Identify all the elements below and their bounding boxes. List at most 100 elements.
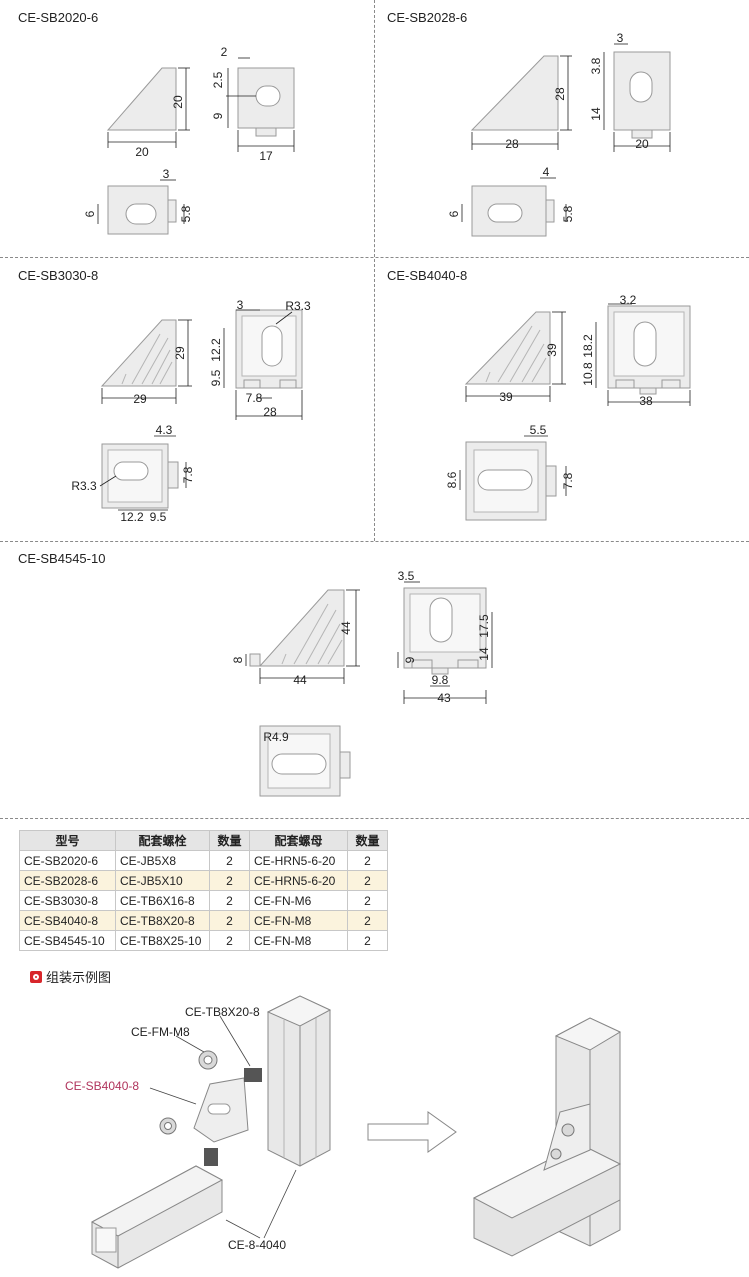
table-header-row: 型号 配套螺栓 数量 配套螺母 数量 [19,830,388,851]
table-row: CE-SB2020-6 CE-JB5X8 2 CE-HRN5-6-20 2 [19,850,388,871]
profile-vertical-exploded [266,995,332,1167]
cell-bolt: CE-TB8X20-8 [115,910,210,931]
label-nut: CE-FM-M8 [131,1025,190,1039]
dim-label: R3.3 [71,479,97,493]
panel-title-sb3030: CE-SB3030-8 [18,268,99,283]
assembly-heading: 组装示例图 [30,967,111,986]
cell-bolt-qty: 2 [209,930,250,951]
drawing-sb2028-top [461,177,567,237]
dim-label: 3.8 [589,57,603,74]
cell-nut-qty: 2 [347,910,388,931]
parts-table: 型号 配套螺栓 数量 配套螺母 数量 CE-SB2020-6 CE-JB5X8 … [19,830,388,951]
dim-label: 44 [339,621,353,635]
panel-title-sb2028: CE-SB2028-6 [387,10,468,25]
cell-bolt-qty: 2 [209,910,250,931]
dim-label: 9.5 [150,510,167,524]
drawing-sb2028-front [603,43,671,152]
cell-nut: CE-HRN5-6-20 [249,850,348,871]
panel-title-sb2020: CE-SB2020-6 [18,10,99,25]
dim-label: 8 [231,656,245,663]
label-bracket: CE-SB4040-8 [65,1079,140,1093]
cell-nut-qty: 2 [347,930,388,951]
drawing-sb2020-top [97,179,185,235]
dim-label: 29 [133,392,147,406]
drawing-sb3030-side [100,319,192,404]
dim-label: 3 [237,298,244,312]
divider-row-2 [0,541,749,542]
drawing-sb2020-front [226,57,295,152]
cell-bolt-qty: 2 [209,890,250,911]
dim-label: 4.3 [156,423,173,437]
dim-label: 5.8 [561,205,575,222]
drawing-sb4040-top [459,435,567,521]
table-row: CE-SB4040-8 CE-TB8X20-8 2 CE-FN-M8 2 [19,910,388,931]
dim-label: 9 [211,112,225,119]
cell-nut-qty: 2 [347,870,388,891]
dim-label: 18.2 [581,334,595,358]
cell-bolt-qty: 2 [209,850,250,871]
dim-label: 28 [263,405,277,419]
divider-row-3 [0,818,749,819]
dim-label: 29 [173,346,187,360]
cell-bolt: CE-JB5X10 [115,870,210,891]
cell-nut: CE-HRN5-6-20 [249,870,348,891]
panel-title-sb4545: CE-SB4545-10 [18,551,106,566]
bracket-exploded [193,1077,249,1143]
dim-label: R3.3 [285,299,311,313]
cell-model: CE-SB4040-8 [19,910,116,931]
drawing-sb4545-top [259,725,351,797]
cell-model: CE-SB2028-6 [19,870,116,891]
drawing-sb2028-side [470,55,572,150]
divider-row-1 [0,257,749,258]
drawing-sb4040-front [595,303,691,406]
dim-label: 8.6 [445,471,459,488]
table-row: CE-SB4545-10 CE-TB8X25-10 2 CE-FN-M8 2 [19,930,388,951]
dim-label: 6 [447,210,461,217]
dim-label: 5.8 [179,205,193,222]
label-profile: CE-8-4040 [228,1238,287,1252]
cell-nut: CE-FN-M8 [249,910,348,931]
dim-label: 14 [477,647,491,661]
drawing-sb3030-top [99,435,187,511]
dim-label: 17.5 [477,614,491,638]
cell-bolt: CE-TB8X25-10 [115,930,210,951]
dim-label: 3.5 [398,569,415,583]
dim-label: 28 [505,137,519,151]
dim-label: 39 [499,390,513,404]
profile-horizontal-exploded [90,1165,224,1269]
dim-label: 5.5 [530,423,547,437]
technical-drawings: 20 20 2 2.5 9 17 3 6 5.8 28 28 [71,31,691,797]
dim-label: 2 [221,45,228,59]
assembled-view [472,1017,622,1257]
dim-label: 39 [545,343,559,357]
cell-bolt-qty: 2 [209,870,250,891]
dim-label: 3 [163,167,170,181]
dim-label: 14 [589,107,603,121]
dim-label: 10.8 [581,362,595,386]
col-header-nut-qty: 数量 [347,830,388,851]
col-header-nut: 配套螺母 [249,830,348,851]
assembly-heading-text: 组装示例图 [46,970,112,985]
dim-label: 7.8 [561,472,575,489]
dim-label: 17 [259,149,273,163]
table-row: CE-SB2028-6 CE-JB5X10 2 CE-HRN5-6-20 2 [19,870,388,891]
nut-icon [159,1117,177,1135]
col-header-bolt: 配套螺栓 [115,830,210,851]
cell-nut-qty: 2 [347,890,388,911]
cell-model: CE-SB4545-10 [19,930,116,951]
drawing-sb3030-front [223,309,303,420]
cell-nut: CE-FN-M8 [249,930,348,951]
panel-title-sb4040: CE-SB4040-8 [387,268,468,283]
dim-label: R4.9 [263,730,289,744]
drawing-sb4040-side [464,311,566,402]
dim-label: 38 [639,394,653,408]
dim-label: 12.2 [120,510,144,524]
dim-label: 44 [293,673,307,687]
cell-model: CE-SB3030-8 [19,890,116,911]
bolt-icon [244,1068,262,1082]
cell-nut-qty: 2 [347,850,388,871]
drawing-sb2020-side [106,67,190,148]
dim-label: 28 [553,87,567,101]
cell-model: CE-SB2020-6 [19,850,116,871]
dim-label: 20 [635,137,649,151]
